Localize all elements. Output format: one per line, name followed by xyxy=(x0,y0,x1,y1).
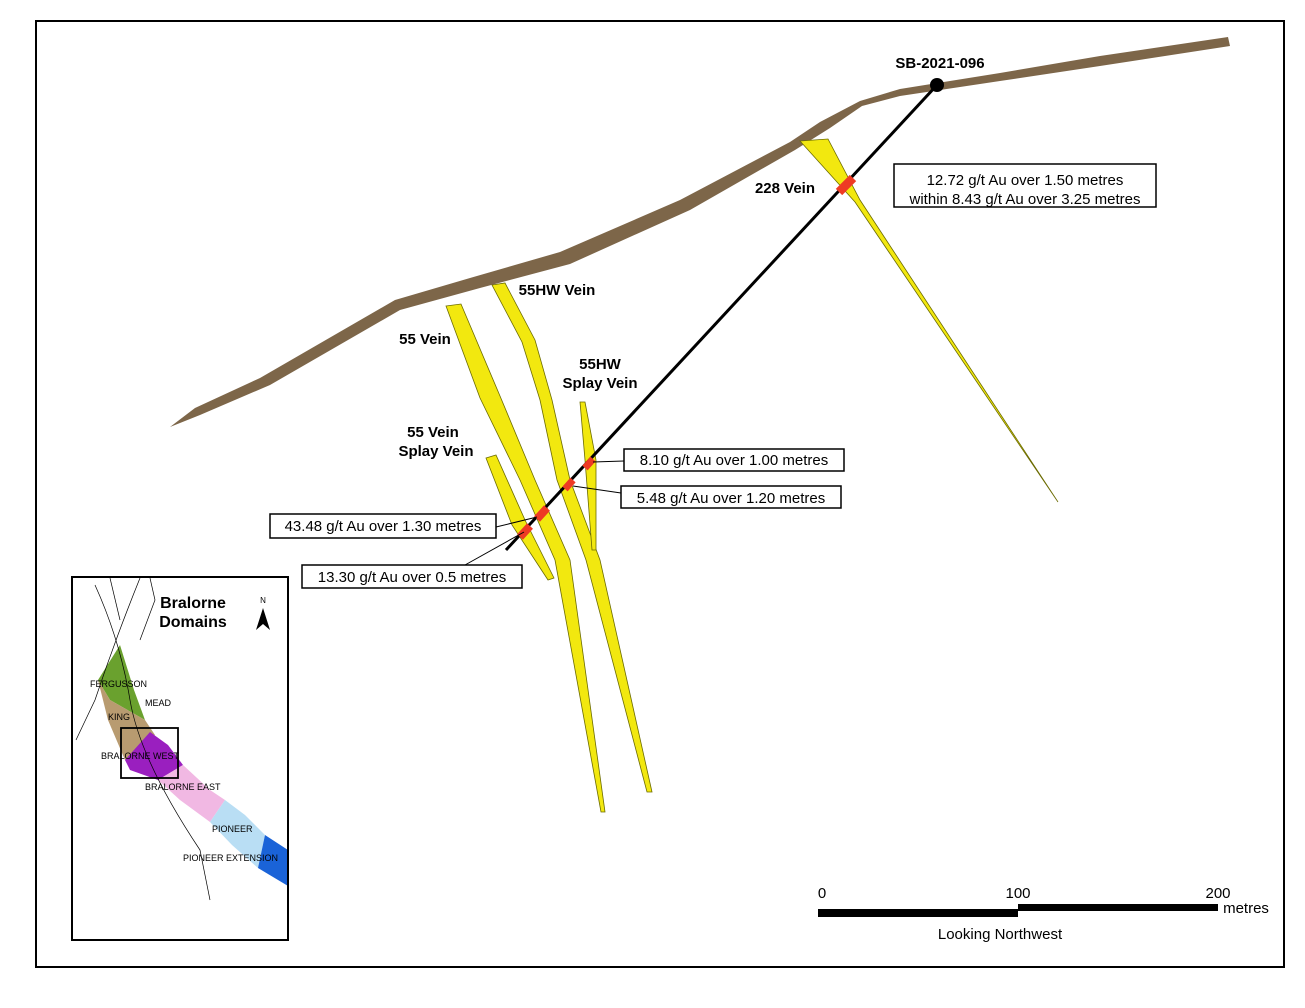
drill-trace xyxy=(504,83,939,552)
drill-collar xyxy=(930,78,944,92)
domain-label-bralorne-west: BRALORNE WEST xyxy=(101,751,180,761)
vein-55hw xyxy=(491,282,653,793)
callout-box-55hw xyxy=(620,485,842,509)
vein-label-55-splay-1: 55 Vein xyxy=(407,424,459,441)
north-label: N xyxy=(260,596,266,605)
inset-fault-1 xyxy=(94,584,211,901)
domain-label-king: KING xyxy=(108,712,130,722)
domain-label-pioneer-extension: PIONEER EXTENSION xyxy=(183,853,278,863)
callout-55-splay: 13.30 g/t Au over 0.5 metres xyxy=(318,569,506,586)
vein-label-55hw-splay-1: 55HW xyxy=(579,356,622,373)
vein-55 xyxy=(445,303,606,813)
domain-fergusson xyxy=(98,645,145,720)
topographic-surface xyxy=(170,37,1230,427)
callout-box-228 xyxy=(893,163,1157,208)
inset-fault-2 xyxy=(75,578,141,741)
scale-tick-100: 100 xyxy=(1005,885,1030,902)
domain-label-mead: MEAD xyxy=(145,698,172,708)
callout-box-55hw-splay xyxy=(623,448,845,472)
view-direction: Looking Northwest xyxy=(938,926,1063,943)
vein-228 xyxy=(799,138,1059,503)
intercept-55 xyxy=(534,505,550,522)
north-arrow-icon xyxy=(256,608,270,630)
inset-title-line2: Domains xyxy=(159,614,227,631)
domain-bralorne-west xyxy=(125,732,183,780)
map-frame xyxy=(35,20,1285,968)
domain-label-fergusson: FERGUSSON xyxy=(90,679,147,689)
vein-55-splay xyxy=(485,454,555,581)
callout-55: 43.48 g/t Au over 1.30 metres xyxy=(285,518,482,535)
callout-box-55 xyxy=(269,513,497,539)
domain-bralorne-east xyxy=(158,765,225,822)
inset-focus-box xyxy=(120,727,179,779)
scale-bar: 0 100 200 metres Looking Northwest xyxy=(818,885,1269,943)
leader-55-splay xyxy=(464,531,525,566)
domain-pioneer-extension xyxy=(258,835,287,886)
intercept-55hw-splay xyxy=(582,456,596,471)
callout-55hw: 5.48 g/t Au over 1.20 metres xyxy=(637,490,825,507)
leader-55 xyxy=(495,516,538,528)
intercept-228 xyxy=(835,174,857,196)
inset-fault-4 xyxy=(109,578,121,621)
callout-228-line1: 12.72 g/t Au over 1.50 metres xyxy=(927,172,1124,189)
vein-label-55-splay-2: Splay Vein xyxy=(398,443,473,460)
leader-55hw-splay xyxy=(592,460,625,463)
domain-label-pioneer: PIONEER xyxy=(212,824,253,834)
intercept-55hw xyxy=(562,477,576,492)
inset-map: Bralorne Domains N FERGUSSON MEAD KING B… xyxy=(71,576,289,941)
vein-55hw-splay xyxy=(579,401,597,551)
scale-tick-200: 200 xyxy=(1205,885,1230,902)
vein-label-228: 228 Vein xyxy=(755,180,815,197)
callout-box-55-splay xyxy=(301,564,523,589)
leader-55hw xyxy=(572,485,622,494)
scale-tick-0: 0 xyxy=(818,885,826,902)
vein-label-55: 55 Vein xyxy=(399,331,451,348)
callout-228-line2: within 8.43 g/t Au over 3.25 metres xyxy=(909,191,1141,208)
vein-label-55hw: 55HW Vein xyxy=(519,282,596,299)
scale-unit: metres xyxy=(1223,900,1269,917)
inset-title-line1: Bralorne xyxy=(160,595,226,612)
callout-55hw-splay: 8.10 g/t Au over 1.00 metres xyxy=(640,452,828,469)
intercept-55-splay xyxy=(517,523,533,540)
domain-pioneer xyxy=(210,800,265,868)
domain-label-bralorne-east: BRALORNE EAST xyxy=(145,782,221,792)
drillhole-label: SB-2021-096 xyxy=(895,55,984,72)
inset-fault-3 xyxy=(139,578,156,641)
vein-label-55hw-splay-2: Splay Vein xyxy=(562,375,637,392)
